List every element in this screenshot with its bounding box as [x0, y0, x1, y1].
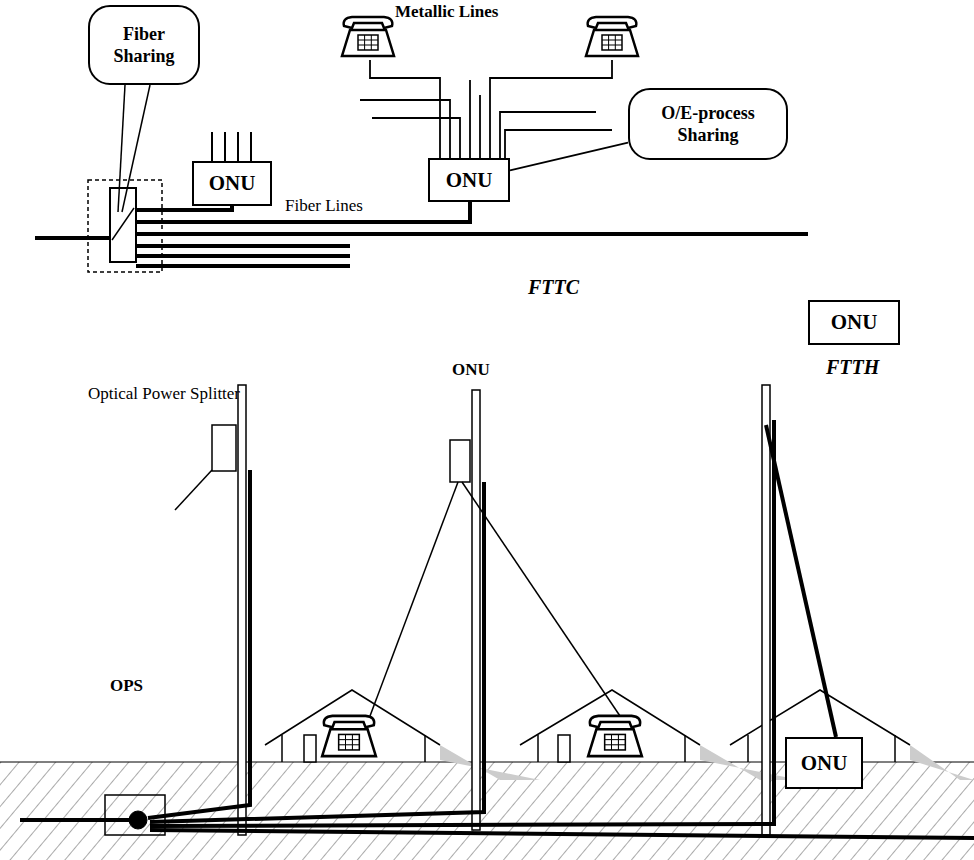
- metallic-lines: [360, 60, 612, 158]
- houses: [265, 690, 974, 780]
- node-text: ONU: [801, 751, 848, 776]
- text-label: ONU: [452, 360, 490, 380]
- node-text: O/E-process Sharing: [638, 102, 778, 147]
- node-text: Fiber Sharing: [98, 23, 190, 68]
- onu-box: ONU: [428, 158, 510, 202]
- text-label: Fiber Lines: [285, 196, 363, 216]
- text-label: Metallic Lines: [395, 2, 498, 22]
- text-label: FTTH: [826, 356, 879, 379]
- splitter-and-fibers: [35, 85, 808, 272]
- poles-and-cables: [20, 385, 974, 838]
- text-label: OPS: [110, 676, 143, 696]
- onu-box: ONU: [192, 161, 272, 206]
- node-text: ONU: [831, 310, 878, 335]
- telephone: [588, 716, 642, 756]
- onu-box: ONU: [785, 737, 863, 789]
- onu-box: ONU: [808, 300, 900, 345]
- telephone: [342, 17, 394, 56]
- node-text: ONU: [446, 168, 493, 193]
- callout-bubble: O/E-process Sharing: [628, 88, 788, 160]
- node-text: ONU: [209, 171, 256, 196]
- callout-pointer: [510, 143, 628, 171]
- text-label: FTTC: [528, 276, 579, 299]
- telephone: [586, 17, 638, 56]
- callout-bubble: Fiber Sharing: [88, 5, 200, 85]
- telephone: [322, 716, 376, 756]
- text-label: Optical Power Splitter: [88, 384, 240, 404]
